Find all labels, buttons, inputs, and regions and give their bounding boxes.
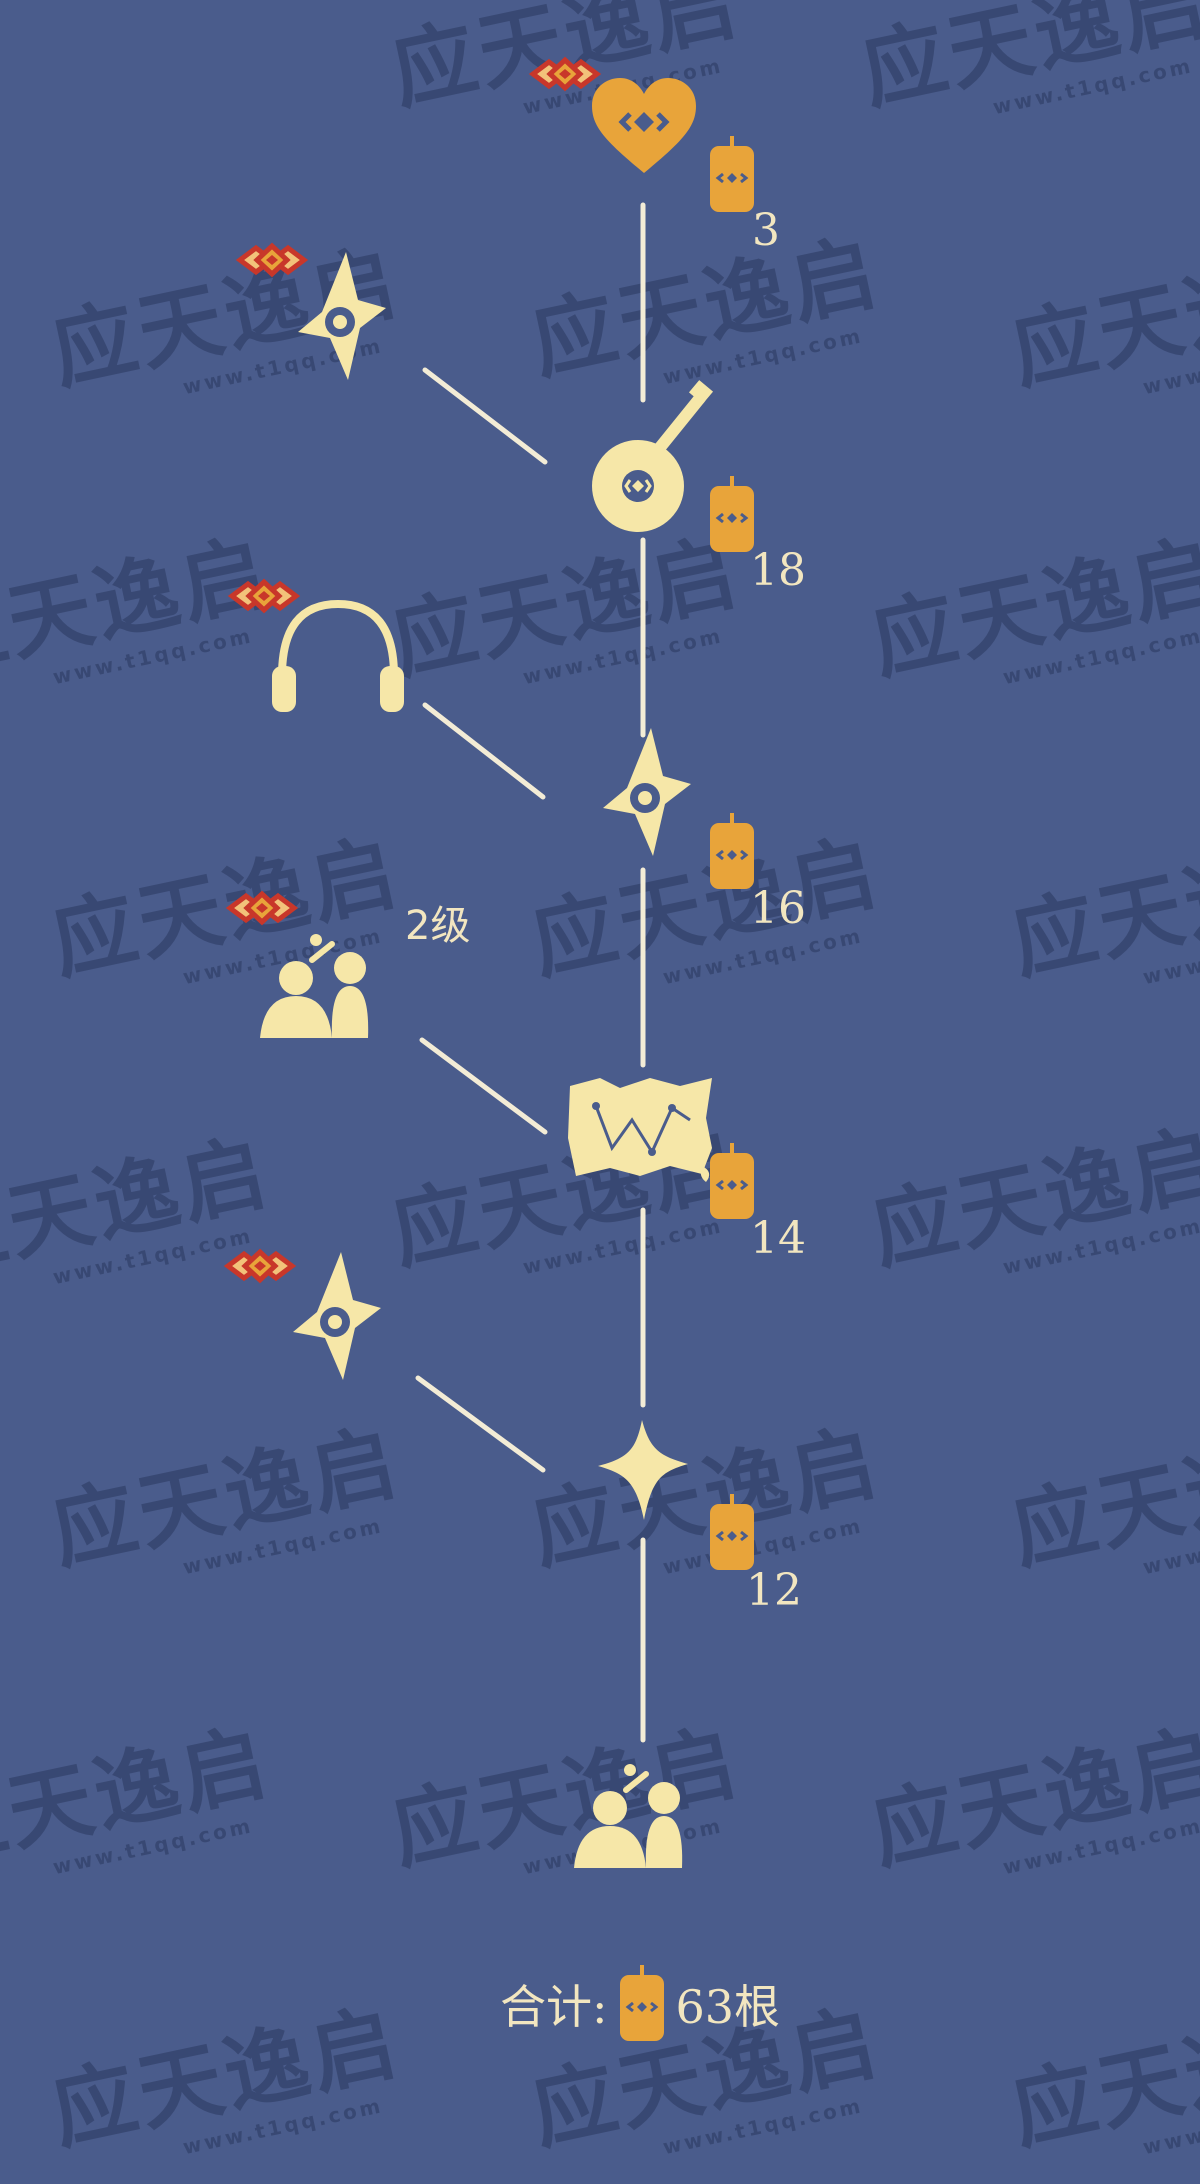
friends-emote-icon[interactable] bbox=[260, 934, 368, 1038]
node-cost: 14 bbox=[750, 1213, 806, 1264]
ukulele-icon[interactable] bbox=[592, 380, 714, 532]
candle-icon bbox=[708, 134, 756, 214]
node-cost: 12 bbox=[746, 1565, 802, 1616]
four-point-star-icon[interactable] bbox=[598, 1420, 688, 1520]
total-cost: 合计: 63根 bbox=[500, 1965, 780, 2043]
candle-icon bbox=[708, 1141, 756, 1221]
ultimate-gift-icon bbox=[232, 582, 296, 610]
spirit-tree bbox=[0, 0, 756, 2100]
spell-star-icon[interactable] bbox=[298, 252, 386, 380]
ultimate-gift-icon bbox=[533, 60, 597, 88]
total-amount: 63根 bbox=[675, 1980, 781, 2034]
ultimate-gift-icon bbox=[240, 246, 304, 274]
tree-connectors bbox=[415, 202, 646, 1743]
headphones-icon[interactable] bbox=[272, 599, 404, 712]
ultimate-gift-icon bbox=[230, 894, 294, 922]
treasure-map-icon[interactable] bbox=[568, 1078, 712, 1182]
level-label: 2级 bbox=[405, 903, 471, 949]
spell-star-icon[interactable] bbox=[293, 1252, 381, 1380]
spell-star-icon[interactable] bbox=[603, 728, 691, 856]
candle-icon bbox=[619, 1965, 664, 2041]
candle-icon bbox=[708, 811, 756, 891]
ultimate-gift-icon bbox=[228, 1252, 292, 1280]
node-cost: 18 bbox=[750, 545, 806, 596]
friends-emote-icon[interactable] bbox=[574, 1764, 682, 1868]
candle-icon bbox=[708, 1492, 756, 1572]
candle-icon bbox=[708, 474, 756, 554]
node-cost: 3 bbox=[752, 205, 780, 256]
total-label: 合计: bbox=[500, 1980, 608, 2034]
heart-icon[interactable] bbox=[592, 78, 696, 173]
node-cost: 16 bbox=[750, 883, 806, 934]
